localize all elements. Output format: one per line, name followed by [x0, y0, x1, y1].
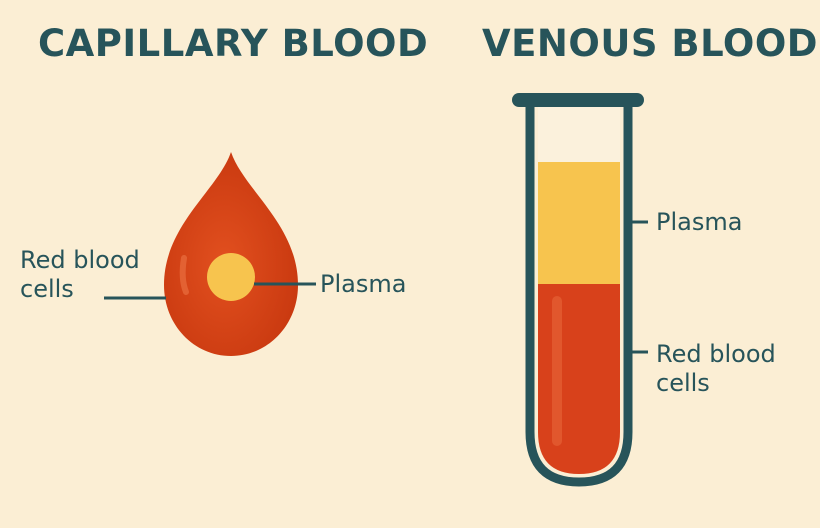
tube-rim — [512, 93, 644, 107]
capillary-blood-title: CAPILLARY BLOOD — [38, 22, 429, 65]
tube-empty-region — [538, 104, 620, 162]
tube-rbc-layer — [538, 284, 620, 474]
blood-drop — [164, 152, 298, 356]
tube-rbc-shine — [552, 296, 562, 446]
capillary-plasma-label: Plasma — [320, 270, 407, 298]
capillary-rbc-label-line1: Red blood — [20, 246, 140, 274]
tube-outline — [525, 104, 633, 487]
venous-rbc-label-line1: Red blood — [656, 340, 776, 368]
test-tube — [512, 93, 644, 487]
tube-plasma-layer — [538, 162, 620, 284]
drop-highlight — [179, 255, 189, 295]
venous-plasma-label: Plasma — [656, 208, 743, 236]
venous-rbc-label-line2: cells — [656, 369, 710, 397]
capillary-rbc-label: Red blood cells — [20, 246, 140, 304]
venous-rbc-label: Red blood cells — [656, 340, 776, 398]
plasma-dot — [207, 253, 255, 301]
capillary-rbc-label-line2: cells — [20, 275, 74, 303]
venous-blood-title: VENOUS BLOOD — [482, 22, 818, 65]
